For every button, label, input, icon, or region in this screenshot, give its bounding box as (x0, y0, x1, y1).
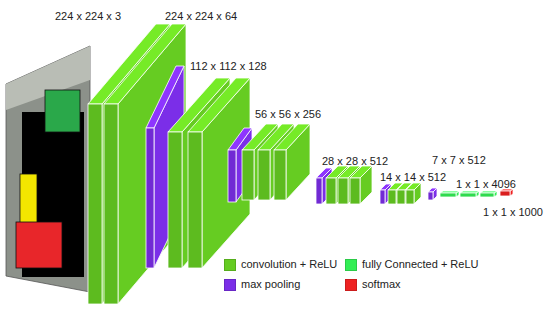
dimension-label-box: 14 x 14 x 512 (380, 167, 446, 185)
block-front (316, 178, 322, 204)
block-front (338, 178, 348, 204)
block-front (104, 104, 118, 304)
block-front (146, 128, 154, 268)
legend-text: max pooling (241, 278, 300, 291)
layer-block (500, 189, 513, 196)
block-front (274, 150, 286, 200)
legend-swatch (224, 279, 236, 291)
block-front (188, 132, 202, 268)
block-front (242, 150, 254, 200)
layer-block (406, 183, 421, 204)
block-top (188, 78, 250, 132)
layer-block (460, 191, 479, 197)
layer-block (428, 188, 437, 200)
dimension-label: 224 x 224 x 64 (165, 10, 237, 22)
layer-block (274, 124, 310, 200)
block-front (258, 150, 270, 200)
dimension-label-box: 112 x 112 x 128 (190, 56, 267, 74)
dimension-label: 1 x 1 x 1000 (483, 206, 543, 218)
block-front (406, 190, 414, 204)
dimension-label: 14 x 14 x 512 (380, 171, 446, 183)
dimension-label-box: 1 x 1 x 1000 (483, 202, 543, 220)
input-photo (6, 46, 90, 292)
block-top (274, 124, 310, 150)
block-front (350, 178, 360, 204)
layer-block (146, 66, 184, 268)
block-front (168, 132, 182, 268)
layer-block (440, 191, 459, 197)
dimension-label-box: 7 x 7 x 512 (432, 150, 486, 168)
layer-block (480, 191, 497, 197)
legend-text: fully Connected + ReLU (362, 258, 478, 271)
dimension-label: 56 x 56 x 256 (255, 108, 321, 120)
dimension-label: 224 x 224 x 3 (55, 10, 121, 22)
block-front (500, 191, 510, 196)
block-front (388, 190, 396, 204)
block-front (397, 190, 405, 204)
block-top (406, 183, 421, 190)
legend-swatch (224, 259, 236, 271)
dimension-label-box: 1 x 1 x 4096 (456, 174, 516, 192)
block-top (146, 66, 184, 128)
block-front (228, 150, 236, 202)
legend-text: convolution + ReLU (241, 258, 337, 271)
dimension-label-box: 56 x 56 x 256 (255, 104, 321, 122)
legend-entry: softmax (345, 278, 401, 291)
block-front (380, 190, 385, 204)
dimension-label-box: 224 x 224 x 64 (165, 6, 237, 24)
block-front (480, 193, 494, 197)
legend-swatch (345, 259, 357, 271)
block-front (326, 178, 336, 204)
legend-entry: convolution + ReLU (224, 258, 337, 271)
block-front (428, 192, 433, 200)
block-side (118, 24, 186, 304)
legend-entry: max pooling (224, 278, 300, 291)
dimension-label: 1 x 1 x 4096 (456, 178, 516, 190)
dimension-label: 112 x 112 x 128 (190, 60, 267, 72)
dimension-label-box: 224 x 224 x 3 (55, 6, 121, 24)
legend-entry: fully Connected + ReLU (345, 258, 478, 271)
block-front (440, 193, 456, 197)
dimension-label-box: 28 x 28 x 512 (322, 151, 388, 169)
dimension-label: 28 x 28 x 512 (322, 155, 388, 167)
block-front (88, 104, 102, 304)
legend-text: softmax (362, 278, 401, 291)
layer-block (104, 24, 186, 304)
dimension-label: 7 x 7 x 512 (432, 154, 486, 166)
layer-block (350, 166, 372, 204)
block-top (350, 166, 372, 178)
legend-swatch (345, 279, 357, 291)
block-top (428, 188, 437, 192)
block-front (460, 193, 476, 197)
